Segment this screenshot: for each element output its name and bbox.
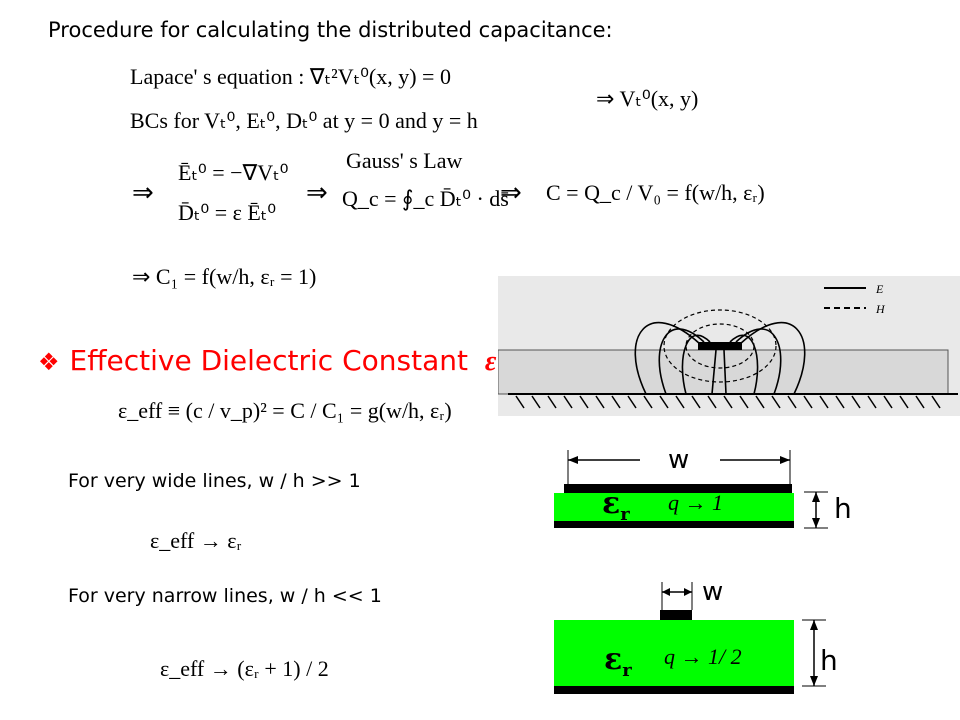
h-field-lines <box>663 309 777 383</box>
capacitance-equation: C = Q_c / V₀ = f(w/h, εᵣ) <box>546 180 765 205</box>
d-field-equation: D̄ₜ⁰ = ε Ēₜ⁰ <box>178 200 277 225</box>
wide-h-arrow-top <box>812 492 820 502</box>
wide-ground <box>554 521 794 528</box>
wide-strip <box>564 484 792 493</box>
wide-w-label-bg <box>640 448 720 470</box>
legend-h-label: H <box>875 302 886 316</box>
narrow-lines-note: For very narrow lines, w / h << 1 <box>68 585 382 607</box>
narrow-eps-r: εr <box>604 642 632 681</box>
implies-arrow-2: ⇒ <box>306 178 328 207</box>
wide-w-arrow-left <box>568 456 578 464</box>
microstrip-field-figure: E H <box>498 276 960 416</box>
wide-eps-symbol: ε <box>602 486 621 521</box>
wide-w-label: w <box>668 445 689 475</box>
heading-epsilon: ε <box>484 346 497 377</box>
narrow-strip <box>660 610 692 620</box>
diamond-bullet-icon: ❖ <box>38 348 60 376</box>
eff-narrow-equation: ε_eff → (εᵣ + 1) / 2 <box>160 656 329 681</box>
legend-e-label: E <box>875 282 884 296</box>
strip-conductor <box>698 342 742 350</box>
narrow-ground <box>554 686 794 694</box>
narrow-w-arrow-right <box>684 588 692 596</box>
wide-w-arrow-right <box>780 456 790 464</box>
page-title: Procedure for calculating the distribute… <box>48 18 613 42</box>
narrow-eps-sub: r <box>622 660 632 681</box>
wide-q-value: q → 1 <box>668 490 723 515</box>
narrow-w-label: w <box>702 577 723 607</box>
heading-text: Effective Dielectric Constant <box>69 344 468 377</box>
implies-potential: ⇒ Vₜ⁰(x, y) <box>596 86 699 111</box>
laplace-text: Lapace' s equation : ∇ₜ²Vₜ⁰(x, y) = 0 <box>130 64 451 89</box>
wide-eps-r: εr <box>602 486 630 525</box>
narrow-h-arrow-top <box>810 620 818 630</box>
eff-equation: ε_eff ≡ (c / v_p)² = C / C₁ = g(w/h, εᵣ) <box>118 398 452 423</box>
section-heading: ❖ Effective Dielectric Constant ε <box>38 344 496 378</box>
wide-h-arrow-bottom <box>812 518 820 528</box>
narrow-h-label: h <box>820 644 838 677</box>
eff-wide-equation: ε_eff → εᵣ <box>150 528 242 553</box>
implies-arrow-1: ⇒ <box>132 178 154 207</box>
narrow-line-diagram: w h <box>554 577 838 694</box>
narrow-substrate <box>554 620 794 686</box>
implies-arrow-3: ⇒ <box>500 178 522 207</box>
wide-line-diagram: w h <box>554 445 852 529</box>
e-field-equation: Ēₜ⁰ = −∇Vₜ⁰ <box>178 160 289 185</box>
wide-lines-note: For very wide lines, w / h >> 1 <box>68 470 361 492</box>
narrow-q-value: q → 1/ 2 <box>664 644 742 669</box>
gauss-law-label: Gauss' s Law <box>346 148 463 173</box>
bcs-equation: BCs for Vₜ⁰, Eₜ⁰, Dₜ⁰ at y = 0 and y = h <box>130 108 478 133</box>
wide-eps-sub: r <box>620 504 630 525</box>
narrow-w-arrow-left <box>662 588 670 596</box>
c1-equation: ⇒ C₁ = f(w/h, εᵣ = 1) <box>132 264 317 289</box>
substrate <box>498 349 949 395</box>
wide-h-label: h <box>834 492 852 525</box>
gauss-equation: Q_c = ∮_c D̄ₜ⁰ · ds̄ <box>342 186 509 211</box>
narrow-eps-symbol: ε <box>604 642 623 677</box>
laplace-equation: Lapace' s equation : ∇ₜ²Vₜ⁰(x, y) = 0 <box>130 64 451 90</box>
ground-hatching <box>515 395 941 409</box>
wide-substrate <box>554 493 794 521</box>
narrow-h-arrow-bottom <box>810 676 818 686</box>
